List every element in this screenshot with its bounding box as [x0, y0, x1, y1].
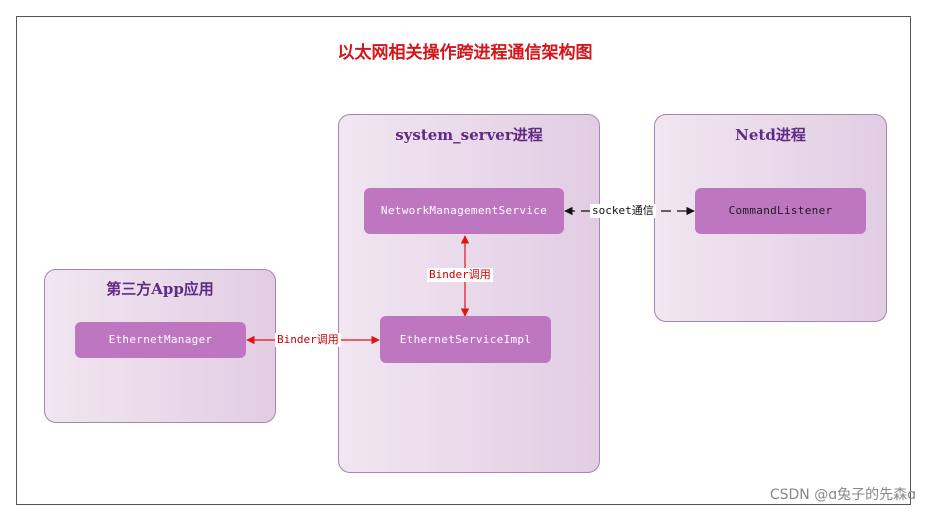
node-command-listener: CommandListener [695, 188, 866, 234]
binder-app-label: Binder调用 [275, 333, 341, 347]
node-network-management-service-label: NetworkManagementService [380, 204, 548, 217]
node-ethernet-service-impl: EthernetServiceImpl [380, 316, 551, 363]
group-system-server-title: system_server进程 [395, 126, 543, 144]
binder-internal-label: Binder调用 [427, 268, 493, 282]
socket-label: socket通信 [590, 204, 656, 218]
watermark: CSDN @ɑ兔子的先森ɑ [769, 487, 916, 503]
node-ethernet-manager: EthernetManager [75, 322, 246, 358]
group-netd-title: Netd进程 [735, 126, 806, 144]
node-network-management-service: NetworkManagementService [364, 188, 564, 234]
group-app-title: 第三方App应用 [106, 280, 214, 298]
diagram-title: 以太网相关操作跨进程通信架构图 [337, 43, 593, 63]
